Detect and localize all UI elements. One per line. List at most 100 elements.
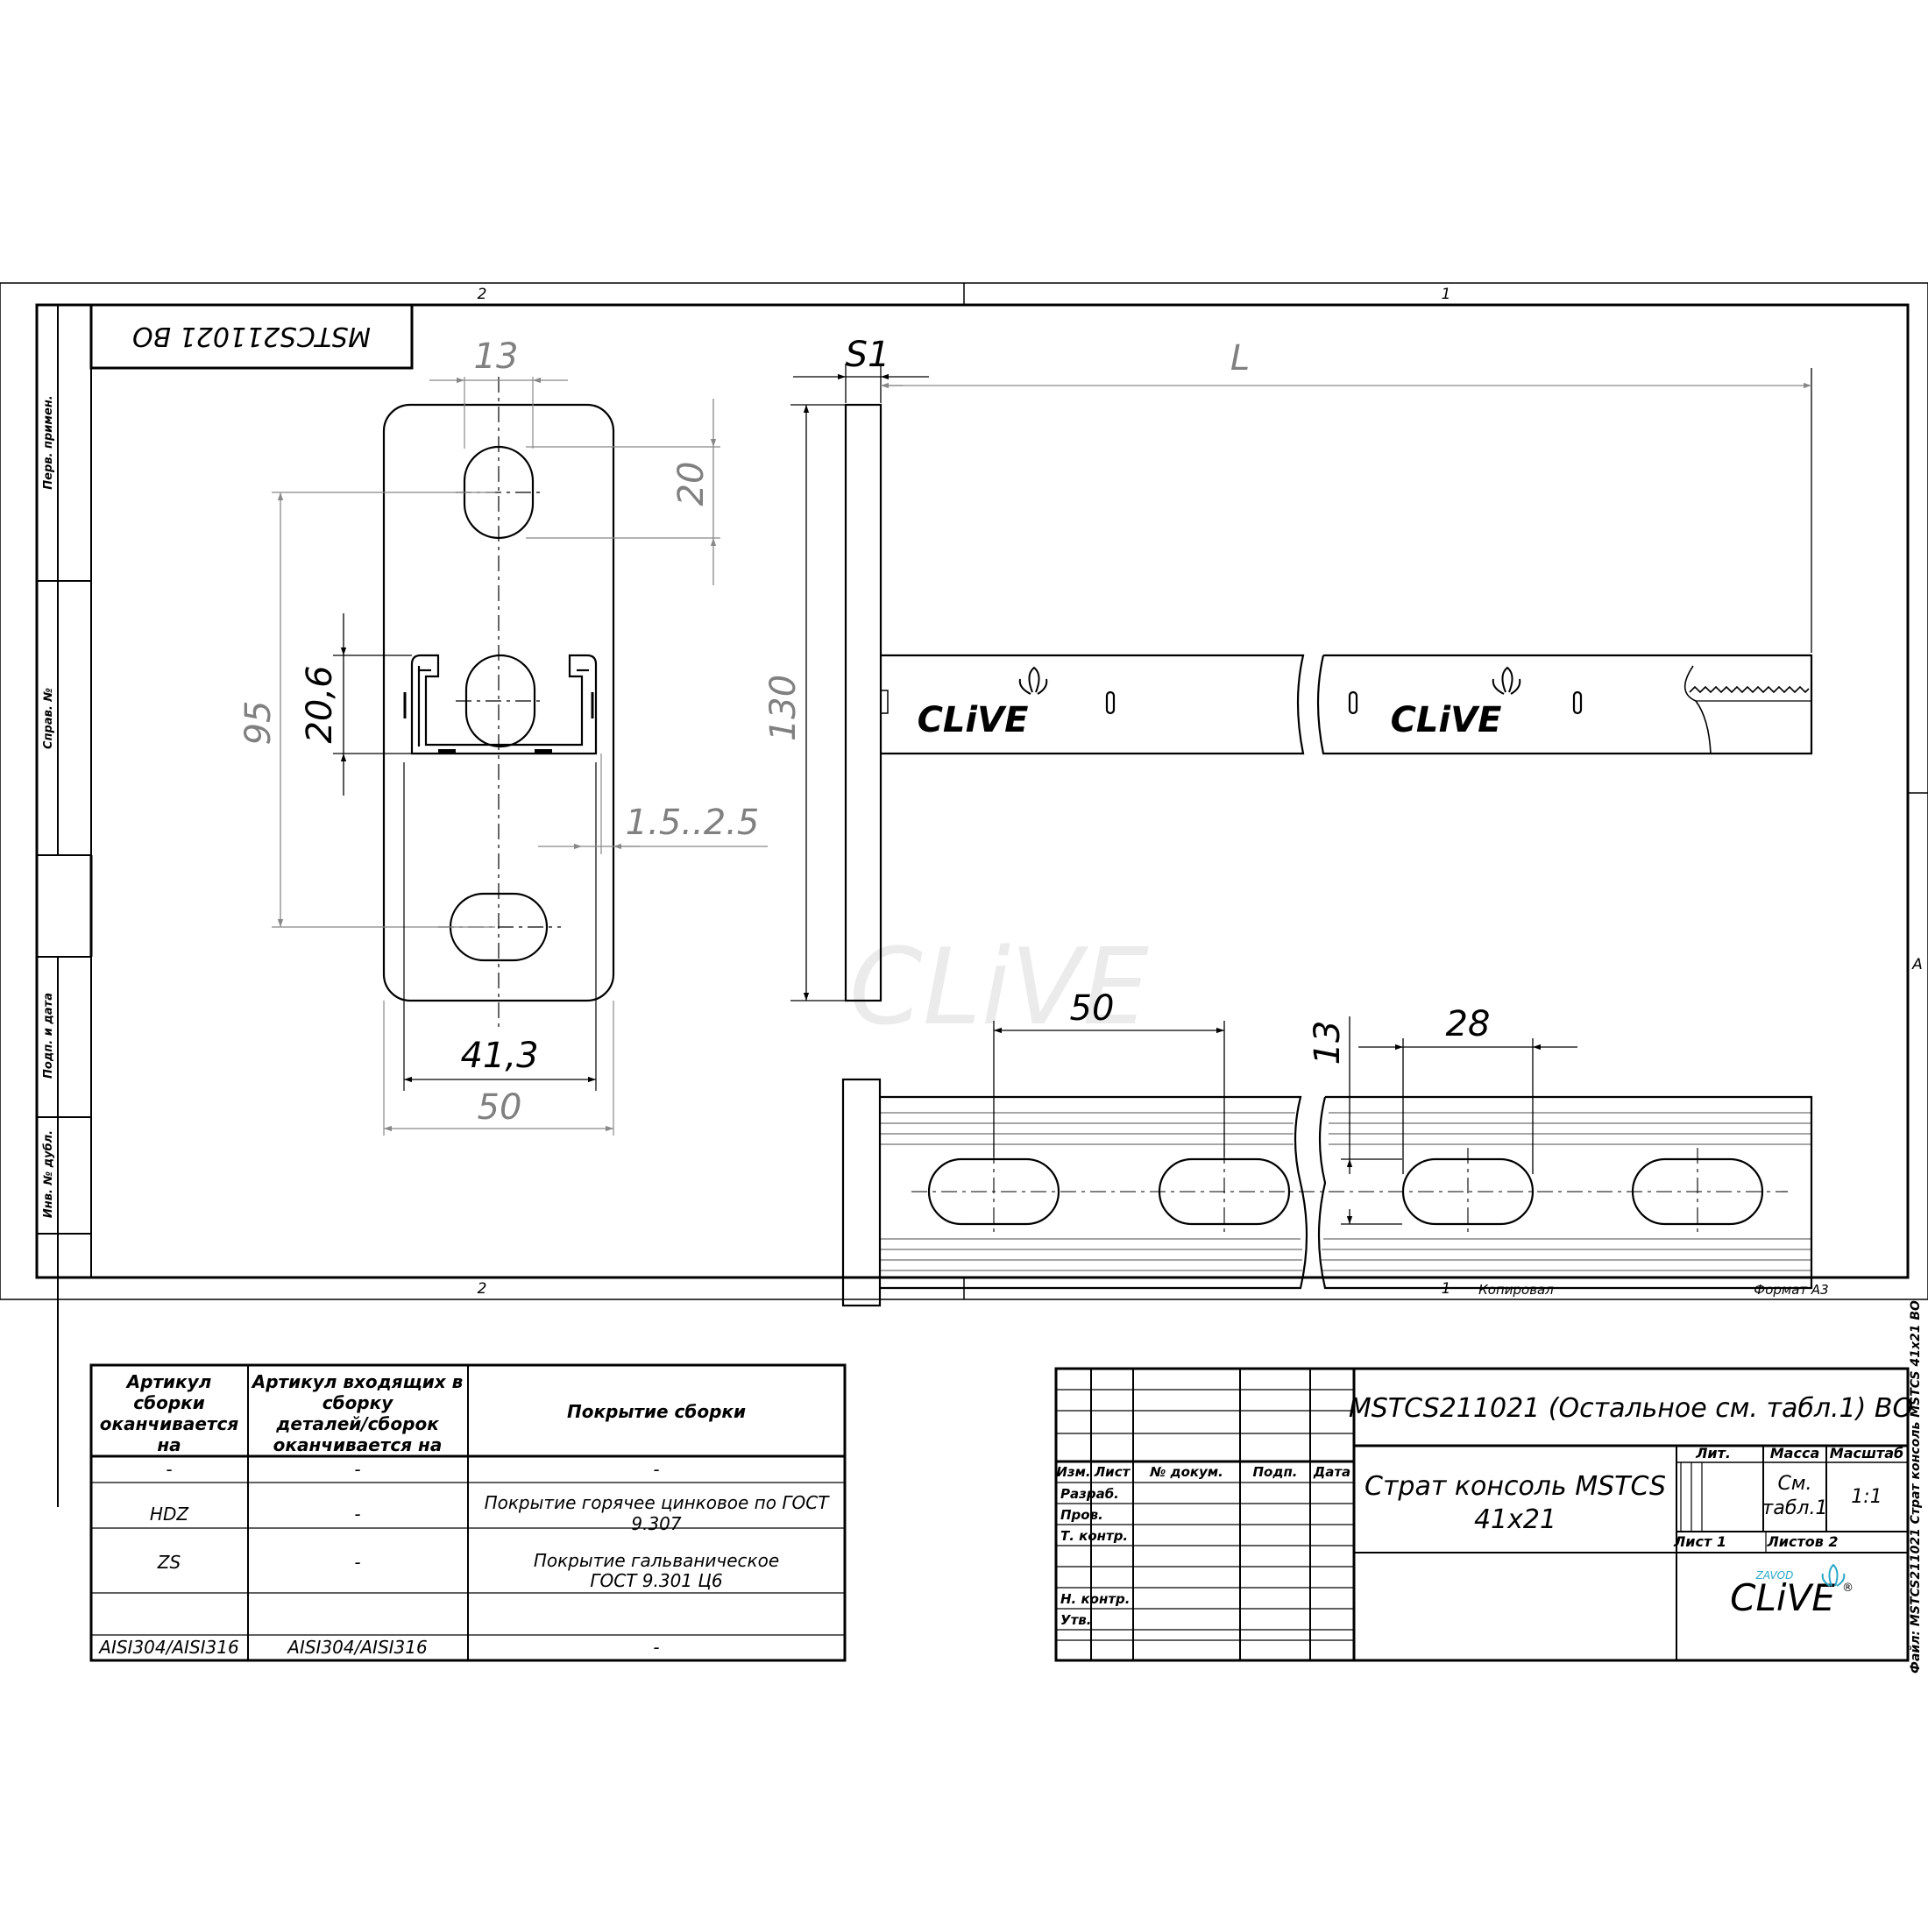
title-logo: ZAVOD CLiVE ® bbox=[1730, 1563, 1854, 1619]
top-dimension-labels: 50 28 13 bbox=[1070, 988, 1491, 1065]
cell-2-0: ZS bbox=[157, 1552, 181, 1573]
mass-label: Масса bbox=[1770, 1445, 1819, 1461]
role-nkontr: Н. контр. bbox=[1060, 1591, 1130, 1607]
side-logo-1: CLiVE bbox=[918, 700, 1029, 740]
cell-3-0: AISI304/AISI316 bbox=[97, 1637, 238, 1658]
dim-plate-41-3: 41,3 bbox=[460, 1036, 538, 1076]
plate-extension-lines-black bbox=[333, 655, 597, 1091]
side-dimension-lines bbox=[790, 364, 1812, 1001]
side-logos: CLiVE CLiVE bbox=[918, 666, 1521, 740]
title-col-headers: Изм. Лист № докум. Подп. Дата bbox=[1056, 1464, 1350, 1480]
dim-plate-13: 13 bbox=[474, 336, 519, 377]
logo-reg: ® bbox=[1842, 1582, 1854, 1595]
cell-0-2: - bbox=[653, 1459, 659, 1480]
file-label: Файл: MSTCS211021 Страт консоль MSTCS 41… bbox=[1909, 1300, 1923, 1674]
dim-plate-20: 20 bbox=[671, 462, 712, 506]
dim-side-l: L bbox=[1230, 338, 1250, 379]
col-list: Лист bbox=[1094, 1464, 1131, 1480]
sheet-label: Лист 1 bbox=[1673, 1533, 1726, 1550]
lit-label: Лит. bbox=[1695, 1445, 1731, 1461]
designation: MSTCS211021 (Остальное см. табл.1) ВО bbox=[1349, 1393, 1913, 1424]
side-beam-left bbox=[881, 654, 1305, 755]
sheet-frame bbox=[0, 282, 1928, 1300]
mass-value: См.табл.1 bbox=[1762, 1473, 1828, 1519]
dim-plate-20-6: 20,6 bbox=[300, 665, 340, 743]
logo-small: ZAVOD bbox=[1755, 1569, 1794, 1582]
top-dimension-lines bbox=[993, 1016, 1577, 1225]
top-beam-right bbox=[1317, 1095, 1813, 1290]
side-beam-right bbox=[1316, 654, 1813, 755]
zone-bottom-left: 2 bbox=[478, 1280, 487, 1298]
dim-top-13: 13 bbox=[1308, 1021, 1348, 1065]
dim-top-50: 50 bbox=[1070, 988, 1115, 1029]
plate-centerlines bbox=[438, 377, 561, 1027]
side-strip-labels: Перв. примен. Справ. № Подп. и дата Инв.… bbox=[42, 395, 55, 1218]
role-prov: Пров. bbox=[1060, 1507, 1103, 1523]
dim-side-s1: S1 bbox=[846, 335, 890, 375]
cell-0-1: - bbox=[354, 1459, 360, 1480]
scale-value: 1:1 bbox=[1851, 1486, 1882, 1508]
side-serration bbox=[1689, 685, 1810, 694]
side-view: CLiVE CLiVE CLiVE bbox=[763, 335, 1813, 1049]
role-utv: Утв. bbox=[1060, 1612, 1091, 1628]
strip-label-podp1: Подп. и дата bbox=[42, 993, 55, 1079]
zone-top-right: 1 bbox=[1442, 286, 1451, 303]
strip-label-sprav: Справ. № bbox=[42, 688, 55, 749]
dim-side-130: 130 bbox=[763, 675, 804, 741]
coating-table-body: - - - HDZ - Покрытие горячее цинковое по… bbox=[97, 1459, 830, 1658]
zone-markers: 2 1 2 1 A bbox=[478, 286, 1923, 1298]
plate-dimension-lines bbox=[277, 377, 768, 1132]
logo-leaf-2 bbox=[1492, 666, 1521, 695]
title-block: Изм. Лист № докум. Подп. Дата Разраб. Пр… bbox=[1054, 1367, 1913, 1662]
side-dimension-labels: S1 L 130 bbox=[763, 335, 1250, 741]
plate-dimension-labels: 13 20 95 20,6 1.5..2.5 41,3 50 bbox=[238, 336, 759, 1128]
zone-top-left: 2 bbox=[478, 286, 487, 303]
role-tkontr: Т. контр. bbox=[1060, 1528, 1128, 1544]
format-label: Формат А3 bbox=[1754, 1282, 1828, 1298]
dim-plate-50: 50 bbox=[478, 1087, 522, 1128]
copied-label: Копировал bbox=[1478, 1282, 1554, 1298]
plate-view: 13 20 95 20,6 1.5..2.5 41,3 50 bbox=[238, 336, 768, 1136]
col-date: Дата bbox=[1313, 1464, 1350, 1480]
title-small-labels: Лит. Масса Масштаб Лист 1 Листов 2 bbox=[1673, 1445, 1903, 1550]
mirrored-code-box: MSTCS211021 BO bbox=[89, 303, 414, 370]
col-header-coating: Покрытие сборки bbox=[567, 1401, 746, 1422]
top-view: 50 28 13 bbox=[841, 988, 1813, 1307]
side-break bbox=[1683, 665, 1712, 754]
cell-3-1: AISI304/AISI316 bbox=[286, 1637, 427, 1658]
logo-leaf-1 bbox=[1018, 666, 1048, 695]
scale-label: Масштаб bbox=[1830, 1445, 1903, 1461]
logo-leaf-icon bbox=[1821, 1563, 1846, 1587]
top-rail-lines bbox=[880, 1112, 1811, 1271]
zone-right: A bbox=[1911, 956, 1923, 973]
sheets-label: Листов 2 bbox=[1766, 1533, 1838, 1550]
strip-label-perv: Перв. примен. bbox=[42, 395, 55, 489]
side-flange bbox=[844, 403, 882, 1002]
col-izm: Изм. bbox=[1056, 1464, 1090, 1480]
logo-main: CLiVE bbox=[1730, 1576, 1835, 1619]
cell-0-0: - bbox=[166, 1459, 172, 1480]
top-centerlines bbox=[911, 1148, 1788, 1235]
cell-2-1: - bbox=[354, 1552, 360, 1573]
cell-1-1: - bbox=[354, 1504, 360, 1525]
side-strip bbox=[36, 304, 93, 1507]
top-beam-left bbox=[880, 1095, 1308, 1290]
dim-plate-gap: 1.5..2.5 bbox=[626, 803, 760, 843]
dim-plate-95: 95 bbox=[238, 701, 279, 746]
cell-1-0: HDZ bbox=[150, 1504, 189, 1525]
plate-extension-lines bbox=[272, 377, 720, 1136]
channel-profile bbox=[410, 654, 598, 755]
col-doc: № докум. bbox=[1149, 1464, 1223, 1480]
cell-3-2: - bbox=[653, 1637, 659, 1658]
mirrored-code: MSTCS211021 BO bbox=[132, 321, 371, 351]
dim-top-28: 28 bbox=[1446, 1004, 1491, 1044]
role-razrab: Разраб. bbox=[1060, 1486, 1119, 1502]
